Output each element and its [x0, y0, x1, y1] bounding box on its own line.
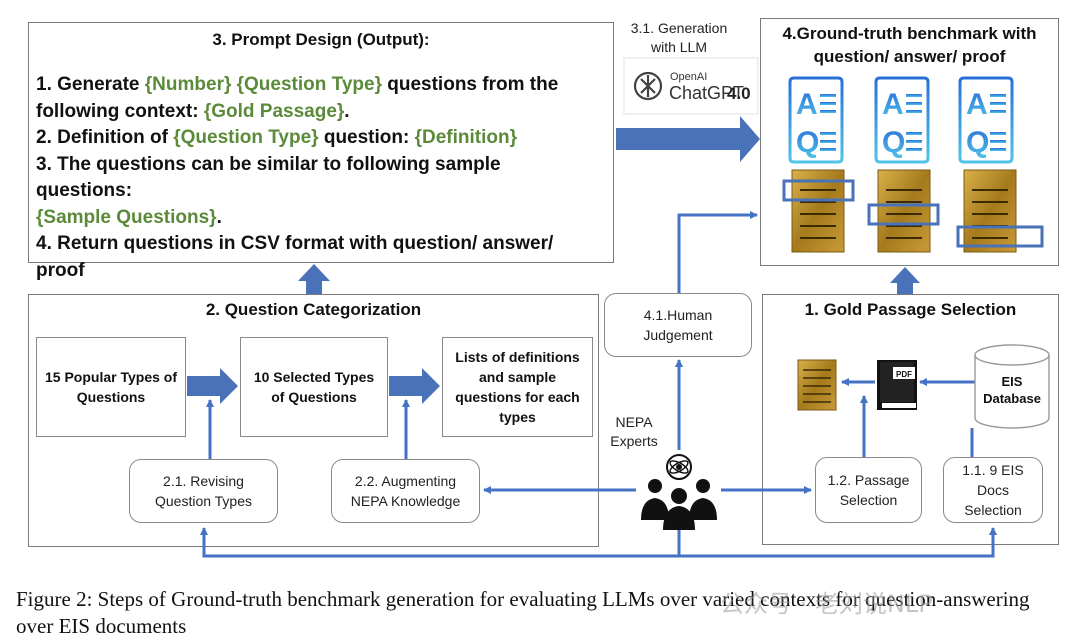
svg-text:Q: Q [966, 126, 989, 159]
svg-text:Q: Q [882, 126, 905, 159]
big-arrow-to-benchmark [616, 116, 760, 162]
prompt-line-4: 3. The questions can be similar to follo… [36, 153, 501, 202]
judgement-to-benchmark-line [677, 211, 758, 293]
bottom-bus-line [202, 527, 997, 558]
qa-document-icons: A Q A Q A Q [788, 76, 1014, 164]
qa-document-icon: A Q [874, 76, 930, 164]
augmenting-nepa-box: 2.2. Augmenting NEPA Knowledge [331, 459, 480, 523]
golden-document-icon [797, 359, 837, 411]
golden-documents [782, 169, 1044, 253]
prompt-text: 1. Generate {Number} {Question Type} que… [36, 72, 596, 284]
qa-document-icon: A Q [788, 76, 844, 164]
logo-brand-text: OpenAI [670, 71, 707, 83]
chatgpt-logo-icon: OpenAI ChatGPT 4.0 [623, 57, 759, 115]
generation-label: 3.1. Generation with LLM [630, 20, 728, 55]
svg-text:PDF: PDF [896, 370, 912, 379]
up-arrow-to-prompt [298, 264, 330, 294]
watermark: 公众号 · 老刘说NLP [720, 590, 933, 618]
prompt-line-7: proof [36, 259, 85, 281]
prompt-design-title: 3. Prompt Design (Output): [212, 30, 430, 49]
prompt-line-3: 2. Definition of {Question Type} questio… [36, 127, 518, 148]
svg-text:A: A [796, 88, 818, 121]
prompt-design-panel [28, 22, 614, 263]
nepa-experts-label: NEPA Experts [610, 414, 658, 449]
block-arrow-1 [187, 368, 238, 404]
prompt-line-1: 1. Generate {Number} {Question Type} que… [36, 74, 559, 95]
pdf-book-icon: PDF [877, 360, 917, 410]
golden-document-icon [782, 169, 855, 253]
svg-text:Q: Q [796, 126, 819, 159]
benchmark-title: 4.Ground-truth benchmark with question/ … [782, 24, 1037, 66]
svg-text:A: A [966, 88, 988, 121]
passage-selection-box: 1.2. Passage Selection [815, 457, 922, 523]
popular-types-box: 15 Popular Types of Questions [36, 337, 186, 437]
prompt-line-6: 4. Return questions in CSV format with q… [36, 233, 554, 254]
expert-group-icon [637, 450, 721, 530]
logo-version-text: 4.0 [727, 84, 751, 103]
selected-types-box: 10 Selected Types of Questions [240, 337, 388, 437]
docs-selection-box: 1.1. 9 EIS Docs Selection [943, 457, 1043, 523]
question-categorization-title: 2. Question Categorization [205, 300, 422, 319]
gold-passage-title: 1. Gold Passage Selection [804, 300, 1017, 319]
figure-caption: Figure 2: Steps of Ground-truth benchmar… [16, 587, 1030, 638]
revising-question-types-box: 2.1. Revising Question Types [129, 459, 278, 523]
prompt-line-2: following context: {Gold Passage}. [36, 100, 350, 122]
prompt-line-5: {Sample Questions}. [36, 206, 222, 228]
logo-product-text: ChatGPT [669, 83, 744, 103]
golden-document-icon [956, 169, 1044, 253]
database-cylinder-icon [974, 344, 1050, 429]
database-label: EIS Database [983, 374, 1041, 406]
svg-text:A: A [882, 88, 904, 121]
up-arrow-to-benchmark [890, 267, 920, 294]
definitions-box: Lists of definitions and sample question… [442, 337, 593, 437]
human-judgement-box: 4.1.Human Judgement [604, 293, 752, 357]
golden-document-icon [867, 169, 940, 253]
qa-document-icon: A Q [958, 76, 1014, 164]
block-arrow-2 [389, 368, 440, 404]
